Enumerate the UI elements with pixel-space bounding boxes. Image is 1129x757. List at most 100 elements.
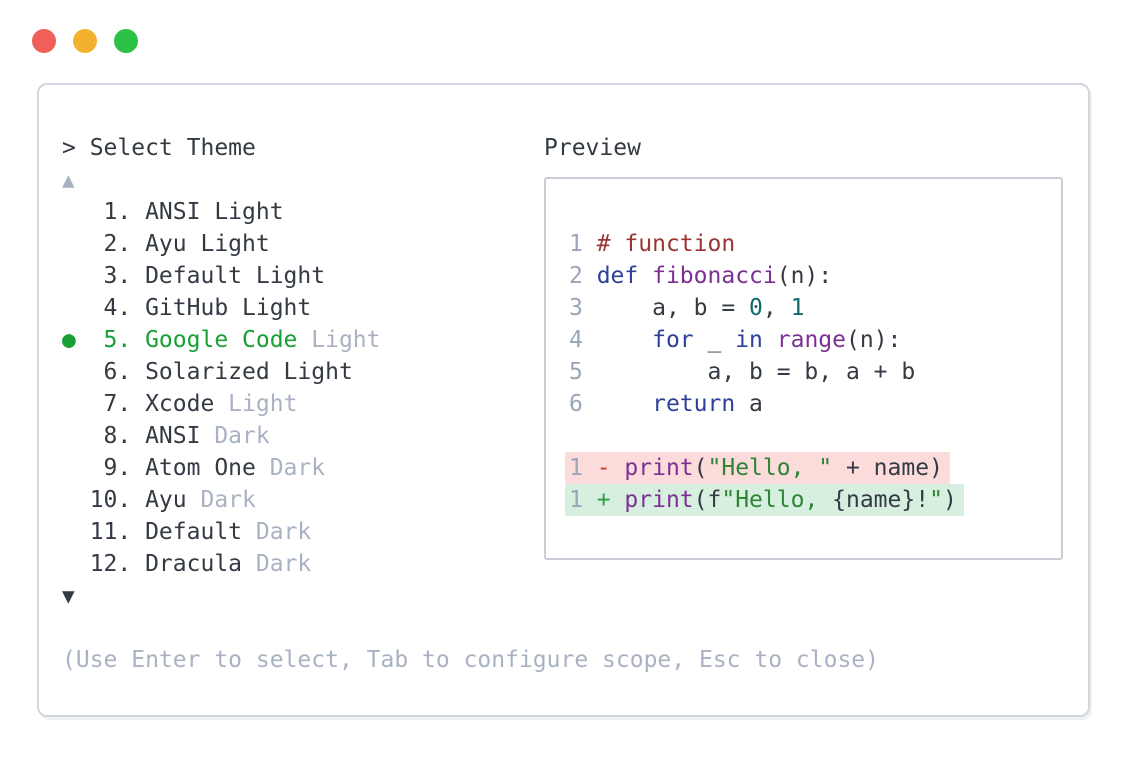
picker-title: > Select Theme	[62, 135, 256, 161]
code-token	[763, 327, 777, 353]
code-line: 3 a, b = 0, 1	[569, 292, 1061, 324]
code-token: (n):	[776, 263, 833, 289]
theme-item-2[interactable]: 2. Ayu Light	[62, 228, 879, 260]
code-token: "Hello,	[721, 487, 833, 513]
selection-marker-icon: ●	[62, 327, 76, 353]
code-token: def	[596, 263, 639, 289]
theme-item-variant: Light	[214, 391, 298, 417]
theme-item-number: 6.	[89, 359, 146, 385]
diff-highlight-removed: 1 - print("Hello, " + name)	[565, 452, 950, 484]
scroll-up-row: ▲	[62, 164, 879, 196]
theme-item-number: 12.	[89, 551, 146, 577]
scroll-down-icon[interactable]: ▼	[62, 584, 75, 608]
line-number: 4	[569, 327, 597, 353]
theme-item-4[interactable]: 4. GitHub Light	[62, 292, 879, 324]
code-token	[597, 327, 652, 353]
window-controls	[32, 29, 138, 53]
diff-marker-plus: +	[596, 487, 625, 513]
theme-search-prompt[interactable]: > Select Theme	[62, 132, 879, 164]
code-token: (	[693, 455, 708, 481]
code-line: 4 for _ in range(n):	[569, 324, 1061, 356]
code-token: print	[624, 455, 694, 481]
scroll-down-row: ▼	[62, 580, 879, 612]
code-token: for	[652, 327, 694, 353]
code-token: ,	[762, 295, 791, 321]
preview-title: Preview	[544, 135, 641, 161]
code-token	[638, 263, 652, 289]
theme-item-variant: Light	[297, 327, 381, 353]
code-token: range	[776, 327, 846, 353]
scroll-up-icon[interactable]: ▲	[62, 168, 75, 192]
code-token: fibonacci	[652, 263, 777, 289]
preview-box: 1 # function 2 def fibonacci(n): 3 a, b …	[544, 177, 1063, 560]
spacer	[62, 612, 879, 644]
theme-item-number: 2.	[89, 231, 146, 257]
theme-item-variant: Dark	[255, 455, 326, 481]
code-token: {name}!	[832, 487, 930, 513]
code-token: (f	[693, 487, 722, 513]
theme-item-5[interactable]: ● 5. Google Code Light	[62, 324, 879, 356]
code-token: a, b =	[596, 295, 750, 321]
theme-item-name: Solarized Light	[145, 359, 353, 385]
theme-item-name: Xcode	[145, 391, 215, 417]
line-number: 3	[569, 295, 597, 321]
code-token: a, b = b, a + b	[596, 359, 916, 385]
code-token: return	[652, 391, 736, 417]
line-number: 5	[569, 359, 597, 385]
code-line: 5 a, b = b, a + b	[569, 356, 1061, 388]
theme-item-number: 10.	[89, 487, 146, 513]
diff-line-added: 1 + print(f"Hello, {name}!")	[565, 484, 1061, 516]
code-token	[597, 391, 652, 417]
theme-item-number: 7.	[89, 391, 146, 417]
code-token: _	[693, 327, 736, 353]
code-token: in	[735, 327, 763, 353]
diff-highlight-added: 1 + print(f"Hello, {name}!")	[565, 484, 964, 516]
theme-item-number: 11.	[89, 519, 146, 545]
theme-item-1[interactable]: 1. ANSI Light	[62, 196, 879, 228]
help-text: (Use Enter to select, Tab to configure s…	[62, 647, 879, 673]
code-token: print	[624, 487, 694, 513]
theme-item-name: GitHub Light	[145, 295, 312, 321]
code-token: 1	[790, 295, 805, 321]
code-token: a	[735, 391, 763, 417]
preview-pane: Preview 1 # function 2 def fibonacci(n):…	[544, 132, 1063, 560]
code-token: # function	[596, 231, 736, 257]
theme-item-name: Atom One	[145, 455, 256, 481]
theme-item-number: 1.	[89, 199, 146, 225]
theme-item-8[interactable]: 8. ANSI Dark	[62, 420, 879, 452]
theme-item-12[interactable]: 12. Dracula Dark	[62, 548, 879, 580]
theme-item-7[interactable]: 7. Xcode Light	[62, 388, 879, 420]
theme-item-variant: Dark	[200, 423, 270, 449]
maximize-button[interactable]	[114, 29, 138, 53]
theme-item-10[interactable]: 10. Ayu Dark	[62, 484, 879, 516]
theme-item-number: 4.	[89, 295, 146, 321]
close-button[interactable]	[32, 29, 56, 53]
theme-item-name: Default	[145, 519, 243, 545]
theme-list-pane: > Select Theme ▲ 1. ANSI Light 2. Ayu Li…	[39, 85, 879, 676]
minimize-button[interactable]	[73, 29, 97, 53]
line-number: 6	[569, 391, 597, 417]
theme-item-number: 9.	[89, 455, 146, 481]
theme-item-3[interactable]: 3. Default Light	[62, 260, 879, 292]
theme-item-11[interactable]: 11. Default Dark	[62, 516, 879, 548]
code-line: 1 # function	[569, 228, 1061, 260]
code-token: "Hello, "	[707, 455, 833, 481]
theme-item-name: Ayu	[145, 487, 187, 513]
theme-item-6[interactable]: 6. Solarized Light	[62, 356, 879, 388]
theme-item-variant: Dark	[186, 487, 256, 513]
spacer	[569, 420, 1061, 452]
theme-item-variant: Dark	[242, 519, 312, 545]
theme-item-name: ANSI	[145, 423, 201, 449]
code-token: (n):	[846, 327, 902, 353]
theme-picker-window: > Select Theme ▲ 1. ANSI Light 2. Ayu Li…	[37, 83, 1090, 717]
code-line: 2 def fibonacci(n):	[569, 260, 1061, 292]
diff-marker-minus: -	[596, 455, 625, 481]
code-token: + name)	[832, 455, 943, 481]
theme-item-name: Dracula	[145, 551, 243, 577]
theme-item-name: ANSI Light	[145, 199, 284, 225]
theme-item-name: Google Code	[145, 327, 298, 353]
theme-item-number: 8.	[89, 423, 146, 449]
line-number: 1	[569, 231, 597, 257]
theme-item-9[interactable]: 9. Atom One Dark	[62, 452, 879, 484]
